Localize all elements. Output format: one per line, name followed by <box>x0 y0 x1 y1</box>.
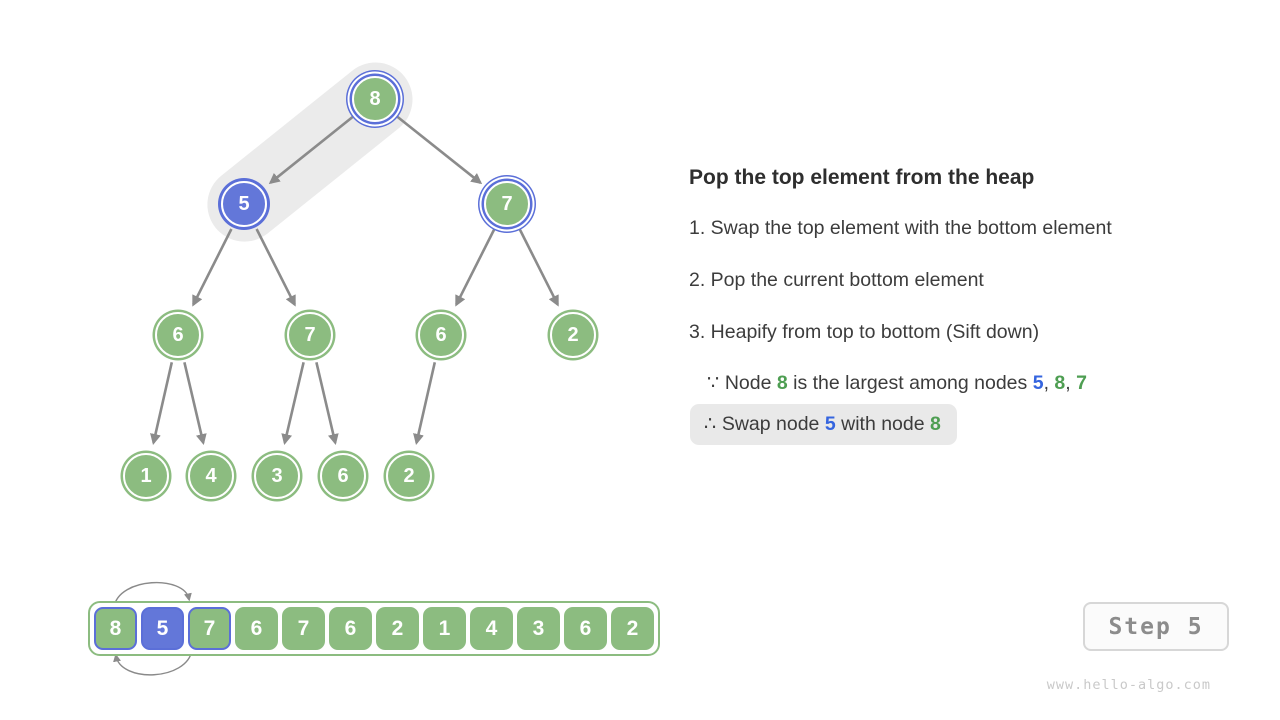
tree-node: 2 <box>550 312 596 358</box>
array-cell: 2 <box>376 607 419 650</box>
tree-node: 2 <box>386 453 432 499</box>
array-cell: 6 <box>329 607 372 650</box>
because-line: ∵ Node 8 is the largest among nodes 5, 8… <box>707 371 1087 395</box>
array-cell: 1 <box>423 607 466 650</box>
tree-node: 4 <box>188 453 234 499</box>
array-cell: 5 <box>141 607 184 650</box>
tree-edge <box>315 362 339 446</box>
text-segment: , <box>1065 372 1077 394</box>
text-segment: , <box>1043 372 1055 394</box>
tree-edges <box>150 115 559 446</box>
tree-edge <box>150 362 174 445</box>
panel-step-1: 1. Swap the top element with the bottom … <box>689 217 1112 239</box>
array-cell: 6 <box>564 607 607 650</box>
tree-node: 6 <box>320 453 366 499</box>
node-value-ref: 7 <box>1076 372 1087 394</box>
tree-node: 7 <box>287 312 333 358</box>
node-value-ref: 8 <box>1054 372 1066 394</box>
watermark: www.hello-algo.com <box>1046 677 1211 693</box>
tree-node: 1 <box>123 453 169 499</box>
tree-node: 8 <box>352 76 398 122</box>
text-segment: ∴ Swap node <box>704 413 825 435</box>
array-cell: 7 <box>188 607 231 650</box>
node-value-ref: 5 <box>1032 372 1044 394</box>
tree-edge <box>183 362 207 446</box>
tree-edge <box>413 362 437 445</box>
tree-node: 6 <box>418 312 464 358</box>
swap-highlight-band <box>191 46 428 257</box>
text-segment: ∵ Node <box>707 372 777 394</box>
text-segment: is the largest among nodes <box>787 372 1033 394</box>
panel-step-3: 3. Heapify from top to bottom (Sift down… <box>689 321 1040 343</box>
tree-node: 7 <box>484 181 530 227</box>
tree-edge <box>455 228 496 307</box>
array-cell: 7 <box>282 607 325 650</box>
array-cell: 3 <box>517 607 560 650</box>
panel-title: Pop the top element from the heap <box>689 166 1035 189</box>
text-segment: with node <box>835 413 930 435</box>
therefore-line: ∴ Swap node 5 with node 8 <box>690 404 957 445</box>
tree-node: 3 <box>254 453 300 499</box>
array-cell: 6 <box>235 607 278 650</box>
node-value-ref: 5 <box>824 413 836 435</box>
panel-step-2: 2. Pop the current bottom element <box>689 269 984 291</box>
array-cell: 4 <box>470 607 513 650</box>
tree-edge <box>518 228 559 307</box>
tree-node: 5 <box>221 181 267 227</box>
node-value-ref: 8 <box>776 372 788 394</box>
step-badge: Step 5 <box>1083 602 1229 651</box>
tree-edge <box>255 228 296 307</box>
node-value-ref: 8 <box>930 413 941 435</box>
tree-node: 6 <box>155 312 201 358</box>
array-cell: 2 <box>611 607 654 650</box>
array-cell: 8 <box>94 607 137 650</box>
tree-edge <box>192 228 233 307</box>
tree-edge <box>396 115 483 185</box>
tree-edge <box>281 362 305 446</box>
